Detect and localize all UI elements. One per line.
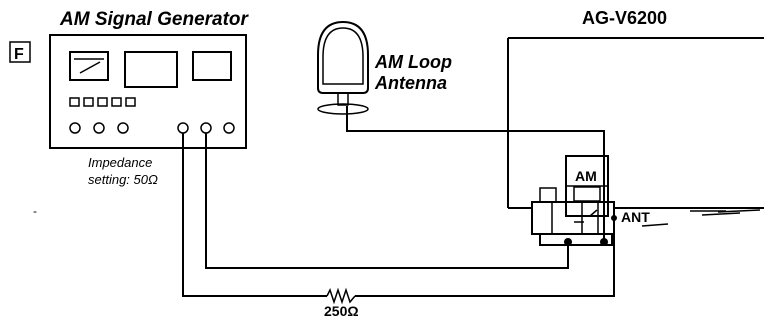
meter-icon [69,51,109,81]
generator-knobs [69,122,129,134]
antenna-terminal-block [531,201,615,246]
resistor-label: 250Ω [324,303,359,319]
panel-marker: F [9,41,31,63]
signal-generator [49,34,247,149]
stray-mark: - [33,204,37,218]
impedance-label-line1: Impedance [88,155,152,170]
generator-display-main [124,51,178,88]
generator-output-terminal-left [177,122,189,134]
ground-wire-left [182,133,327,297]
antenna-lead-wire [346,106,605,242]
generator-output-terminal-center [200,122,212,134]
ground-wire-right [355,220,615,297]
generator-buttons [69,97,136,107]
ant-terminal-dot [611,215,617,221]
am-connection-dot [564,238,572,246]
signal-wire [205,133,569,269]
am-terminal-label: AM [575,168,597,184]
antenna-label-line2: Antenna [374,73,447,93]
am-terminal [539,155,609,217]
generator-output-terminal-right [223,122,235,134]
ant-terminal-label: ANT [621,209,650,225]
generator-title: AM Signal Generator [59,9,250,30]
ant-connection-dot [600,238,608,246]
panel-marker-label: F [14,46,24,63]
resistor-symbol [326,287,356,305]
impedance-label-line2: setting: 50Ω [88,172,158,187]
device-title: AG-V6200 [582,8,667,28]
antenna-label-line1: AM Loop [374,52,452,72]
generator-display-small [192,51,232,81]
loop-antenna-icon [317,20,369,115]
device-chassis [507,37,764,227]
